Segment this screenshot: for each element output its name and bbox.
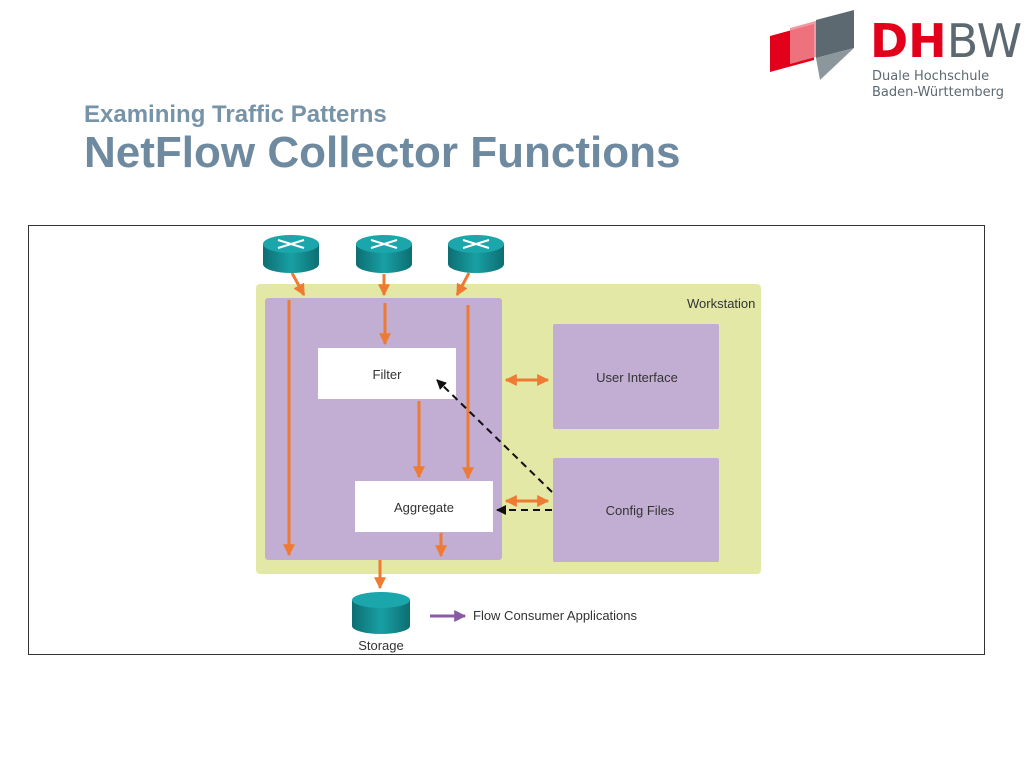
config-files-label: Config Files <box>605 503 675 518</box>
aggregate-box <box>355 481 493 532</box>
config-files-box <box>553 458 719 562</box>
user-interface-label: User Interface <box>596 370 678 385</box>
storage-label: Storage <box>358 638 404 653</box>
logo-line-2: Baden-Württemberg <box>872 85 1004 100</box>
slide-subtitle: Examining Traffic Patterns <box>84 101 387 128</box>
flow-arrow-router1-in <box>290 272 306 297</box>
aggregate-label: Aggregate <box>394 500 454 515</box>
logo-letters-dh: DH <box>870 14 947 68</box>
dhbw-logo: DHBW Duale Hochschule Baden-Württemberg <box>766 6 1022 102</box>
workstation-label: Workstation <box>687 296 756 311</box>
logo-wordmark: DHBW <box>870 18 1022 64</box>
flow-arrow-router3-in <box>455 272 471 297</box>
config-dashed-arrow-to-filter <box>436 379 553 493</box>
logo-letters-bw: BW <box>946 14 1023 68</box>
user-interface-box <box>553 324 719 429</box>
storage-icon <box>352 592 410 634</box>
router-icon <box>448 235 504 273</box>
filter-box <box>318 348 456 399</box>
logo-line-1: Duale Hochschule <box>872 69 990 84</box>
slide-title: NetFlow Collector Functions <box>84 128 681 177</box>
flow-consumer-label: Flow Consumer Applications <box>473 608 638 623</box>
filter-label: Filter <box>372 367 402 382</box>
router-icon <box>263 235 319 273</box>
dhbw-logo-mark <box>770 10 854 80</box>
router-icon <box>356 235 412 273</box>
